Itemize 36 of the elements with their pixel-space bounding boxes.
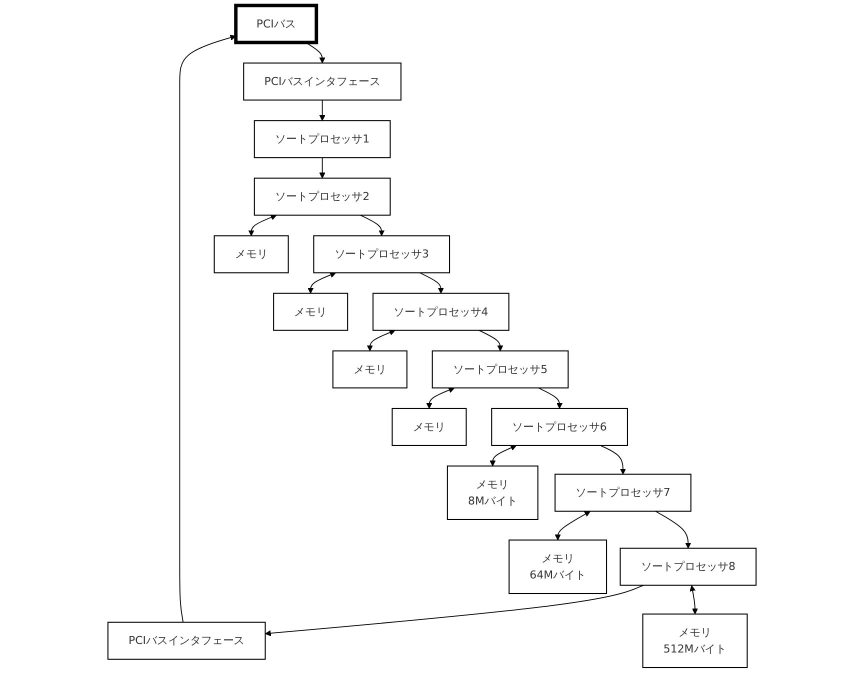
arrow bbox=[319, 100, 326, 121]
arrow bbox=[308, 272, 336, 294]
arrow bbox=[360, 214, 385, 236]
arrow bbox=[478, 330, 504, 352]
arrow bbox=[538, 387, 563, 409]
arrow bbox=[366, 330, 396, 352]
arrow bbox=[264, 584, 644, 636]
node-box: ソートプロセッサ7 bbox=[554, 474, 692, 512]
arrow bbox=[248, 214, 277, 236]
node-box: ソートプロセッサ5 bbox=[432, 350, 569, 388]
arrow bbox=[426, 387, 455, 409]
node-box: メモリ 512Mバイト bbox=[642, 614, 748, 668]
node-box: ソートプロセッサ3 bbox=[313, 235, 450, 274]
arrow bbox=[319, 157, 326, 178]
arrow bbox=[490, 444, 517, 466]
node-box: メモリ 64Mバイト bbox=[508, 540, 608, 594]
node-box: ソートプロセッサ8 bbox=[620, 548, 757, 586]
arrow bbox=[600, 445, 626, 475]
node-box: メモリ bbox=[392, 408, 467, 446]
node-box: PCIバスインタフェース bbox=[107, 622, 266, 660]
node-box: メモリ bbox=[214, 235, 289, 274]
node-box: メモリ 8Mバイト bbox=[446, 466, 538, 520]
node-box: ソートプロセッサ1 bbox=[254, 120, 391, 158]
node-box: ソートプロセッサ6 bbox=[491, 408, 628, 446]
node-box: メモリ bbox=[332, 350, 408, 388]
arrow bbox=[305, 42, 326, 64]
node-box: メモリ bbox=[273, 292, 348, 331]
node-box: ソートプロセッサ2 bbox=[254, 178, 391, 216]
arrow bbox=[179, 34, 236, 623]
arrow bbox=[419, 272, 444, 294]
node-box: ソートプロセッサ4 bbox=[372, 292, 510, 331]
node-box: PCIバスインタフェース bbox=[243, 62, 402, 101]
node-box: PCIバス bbox=[234, 4, 318, 44]
arrow bbox=[655, 510, 692, 549]
arrow bbox=[554, 511, 590, 540]
arrow bbox=[690, 585, 698, 614]
